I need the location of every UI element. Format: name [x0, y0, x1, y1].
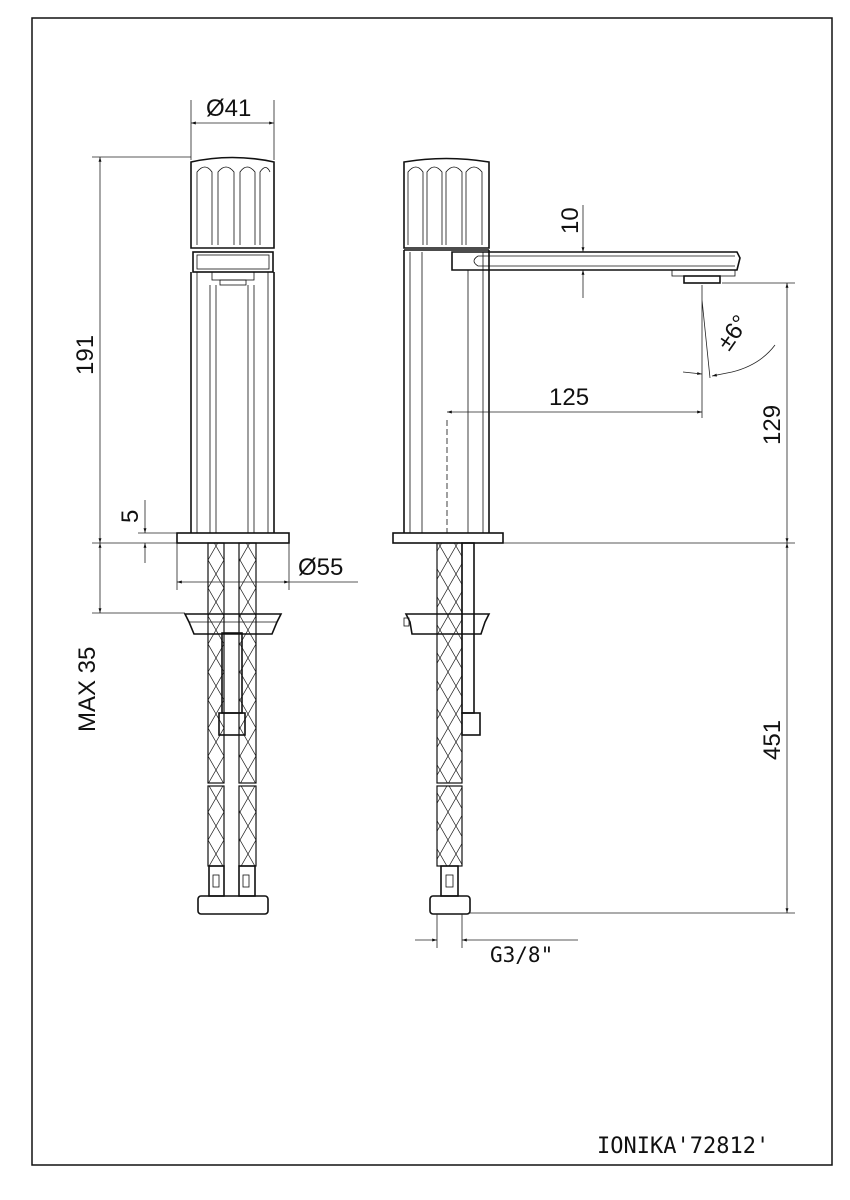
- dim-hose-length: 451: [759, 720, 786, 760]
- dim-spout-height: 129: [759, 405, 786, 445]
- dim-total-height: 191: [72, 335, 99, 375]
- hose-side: [436, 542, 463, 784]
- hose-left: [207, 542, 225, 784]
- dim-head-diameter: Ø41: [206, 95, 251, 122]
- dim-spout-tilt: ±6°: [712, 310, 755, 355]
- dim-base-diameter: Ø55: [298, 554, 343, 581]
- front-view: [176, 156, 290, 915]
- dim-spout-reach: 125: [549, 384, 589, 411]
- title-block: IONIKA'72812': [597, 1134, 769, 1159]
- drawing-frame: [31, 17, 833, 1166]
- hose-right: [238, 542, 257, 784]
- dimension-lines: [92, 100, 795, 948]
- dim-spout-thickness: 10: [557, 207, 584, 234]
- dim-max-deck: MAX 35: [74, 647, 101, 732]
- side-view: [392, 157, 741, 915]
- dim-connection-thread: G3/8": [490, 943, 553, 967]
- dim-base-thickness: 5: [117, 510, 144, 523]
